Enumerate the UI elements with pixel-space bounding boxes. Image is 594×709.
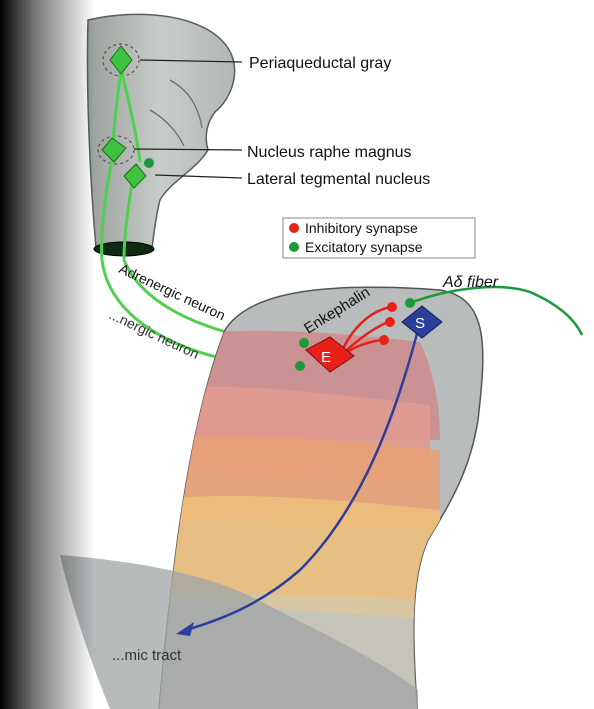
adrenergic-neuron-label: Adrenergic neuron	[117, 260, 228, 323]
excitatory-synapse-dot	[295, 361, 305, 371]
tract-label: ...mic tract	[112, 647, 182, 664]
brainstem	[87, 14, 234, 248]
excitatory-synapse-dot	[144, 158, 154, 168]
nucleus-raphe-magnus-label: Nucleus raphe magnus	[247, 144, 412, 161]
excitatory-synapse-dot	[299, 338, 309, 348]
a-delta-fiber-label: Aδ fiber	[442, 274, 499, 291]
excitatory-legend-dot	[289, 242, 299, 252]
excitatory-synapse-dot	[405, 298, 415, 308]
inhibitory-legend-dot	[289, 223, 299, 233]
legend: Inhibitory synapse Excitatory synapse	[283, 218, 475, 258]
page-shadow	[0, 0, 95, 709]
interneuron-label: E	[321, 349, 331, 366]
inhibitory-synapse-dot	[387, 302, 397, 312]
lateral-tegmental-nucleus-label: Lateral tegmental nucleus	[247, 171, 430, 188]
inhibitory-synapse-dot	[379, 335, 389, 345]
inhibitory-legend-label: Inhibitory synapse	[305, 220, 418, 236]
excitatory-legend-label: Excitatory synapse	[305, 239, 423, 255]
inhibitory-synapse-dot	[385, 317, 395, 327]
projection-neuron-label: S	[415, 315, 425, 332]
serotonergic-neuron-label: ...nergic neuron	[107, 306, 202, 362]
periaqueductal-gray-label: Periaqueductal gray	[249, 55, 391, 72]
